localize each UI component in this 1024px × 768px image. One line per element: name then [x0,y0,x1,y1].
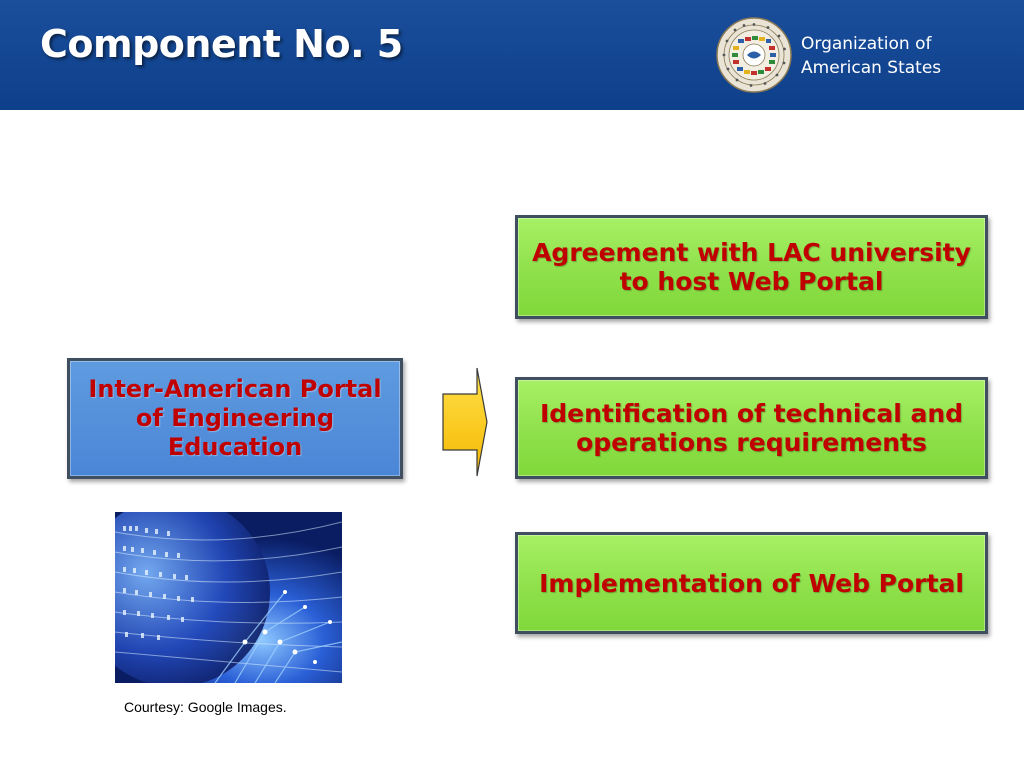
organization-name: Organization of American States [801,32,941,80]
slide-header: Component No. 5 Organization [0,0,1024,110]
step-text-agreement: Agreement with LAC university to host We… [532,238,971,296]
right-arrow-icon [442,367,488,477]
slide-title: Component No. 5 [40,22,403,66]
portal-box-text: Inter-American Portal of Engineering Edu… [88,375,382,461]
step-box-implementation: Implementation of Web Portal [515,532,988,634]
organization-name-line1: Organization of [801,34,932,54]
oas-seal-icon [716,17,792,93]
digital-globe-image [115,512,342,683]
step-text-requirements: Identification of technical and operatio… [539,399,964,457]
organization-name-line2: American States [801,58,942,78]
step-box-agreement: Agreement with LAC university to host We… [515,215,988,319]
step-box-requirements: Identification of technical and operatio… [515,377,988,479]
step-text-implementation: Implementation of Web Portal [539,568,964,598]
portal-box: Inter-American Portal of Engineering Edu… [67,358,403,479]
image-caption: Courtesy: Google Images. [124,699,287,715]
